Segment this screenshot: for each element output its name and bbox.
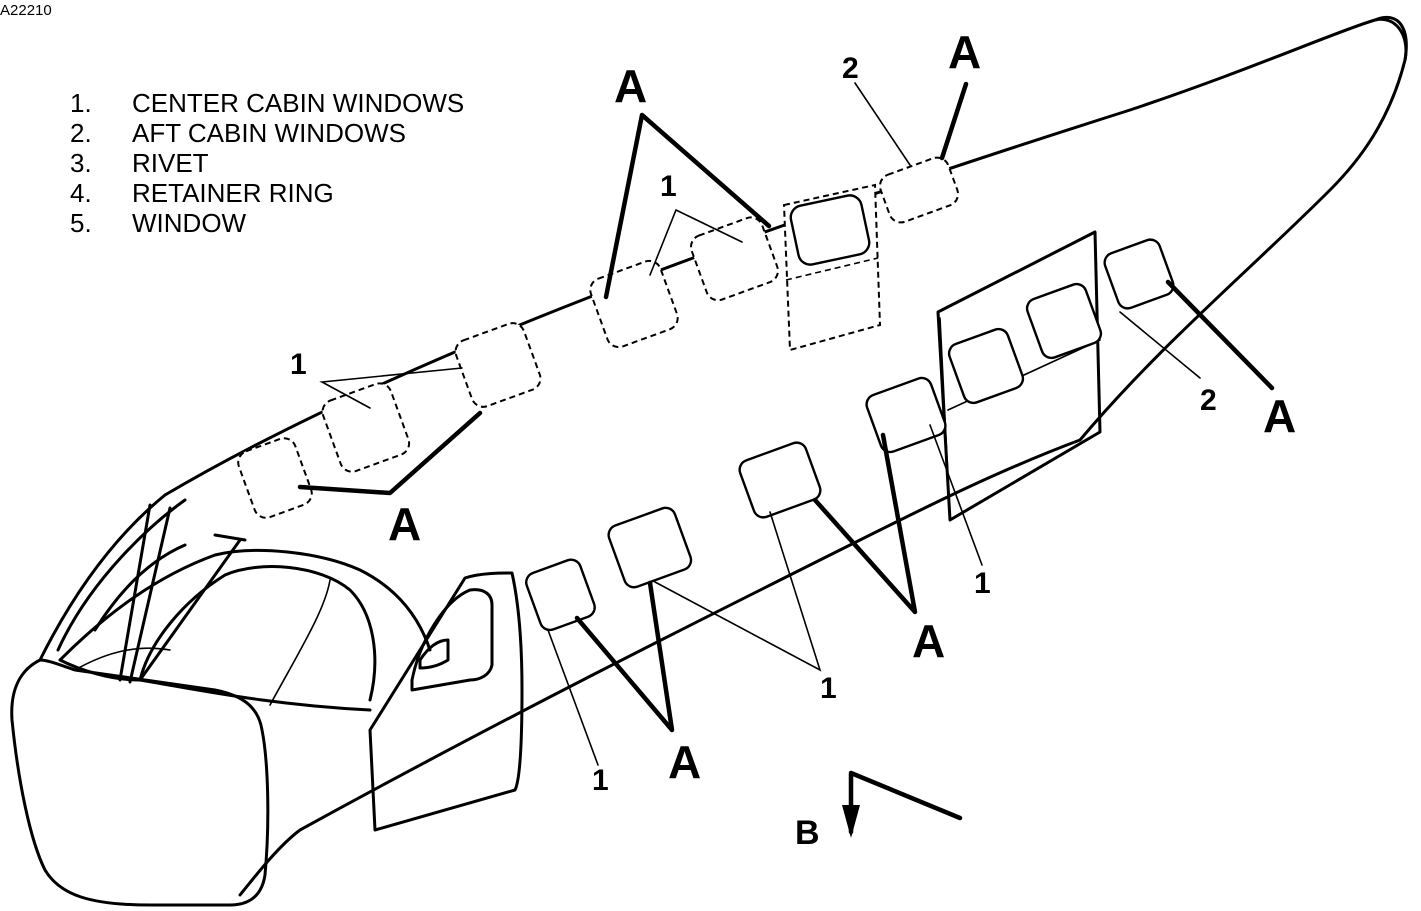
callout-detail: A: [668, 736, 701, 788]
window-far-2: [321, 382, 411, 473]
callouts: 1 1 2 2 1 1 1 A A A A A A B: [290, 26, 1296, 852]
legend-item: 1. CENTER CABIN WINDOWS: [70, 88, 464, 118]
callout-item: 2: [1200, 384, 1217, 417]
callout-item: 1: [592, 764, 609, 797]
window-cargo-door-1: [947, 327, 1025, 405]
callout-item: 1: [820, 672, 837, 705]
legend-text: AFT CABIN WINDOWS: [132, 118, 406, 148]
window-near-aft: [1103, 238, 1175, 310]
nose-section: [10, 503, 432, 907]
arrow-head-icon: [842, 805, 860, 838]
window-far-1: [237, 437, 313, 519]
legend-number: 4.: [70, 178, 92, 208]
legend-item: 4. RETAINER RING: [70, 178, 464, 208]
item-leaders: [319, 82, 1201, 766]
legend-number: 5.: [70, 208, 92, 238]
figure-id: A22210: [0, 2, 52, 19]
callout-item: 1: [660, 170, 677, 203]
callout-detail: A: [948, 26, 981, 78]
legend-text: RIVET: [132, 148, 209, 178]
near-side-windows: [525, 238, 1175, 632]
window-near-1: [525, 558, 596, 632]
legend-text: RETAINER RING: [132, 178, 334, 208]
callout-item: 2: [842, 52, 859, 85]
callout-item: 1: [290, 348, 307, 381]
legend-number: 2.: [70, 118, 92, 148]
callout-view: B: [795, 814, 820, 852]
legend-number: 3.: [70, 148, 92, 178]
callout-detail: A: [388, 498, 421, 550]
legend-number: 1.: [70, 88, 92, 118]
window-near-2: [607, 506, 693, 589]
legend-text: WINDOW: [132, 208, 247, 238]
callout-item: 1: [974, 567, 991, 600]
window-cargo-door-2: [1025, 282, 1103, 360]
legend-item: 5. WINDOW: [70, 208, 464, 238]
detail-leaders: [297, 81, 1275, 733]
window-near-3: [738, 441, 822, 519]
legend-item: 3. RIVET: [70, 148, 464, 178]
window-hatch: [789, 194, 871, 266]
legend-text: CENTER CABIN WINDOWS: [132, 88, 465, 118]
callout-detail: A: [1263, 390, 1296, 442]
window-far-3: [454, 322, 542, 408]
view-arrow: [842, 770, 963, 838]
crew-door: [368, 571, 524, 832]
window-far-5: [689, 216, 779, 302]
window-far-4: [589, 259, 679, 349]
callout-detail: A: [614, 60, 647, 112]
callout-detail: A: [912, 615, 945, 667]
legend: 1. CENTER CABIN WINDOWS 2. AFT CABIN WIN…: [70, 88, 464, 238]
window-far-aft: [879, 156, 959, 224]
far-side-windows: [237, 156, 959, 519]
legend-item: 2. AFT CABIN WINDOWS: [70, 118, 464, 148]
window-near-4: [865, 376, 947, 454]
